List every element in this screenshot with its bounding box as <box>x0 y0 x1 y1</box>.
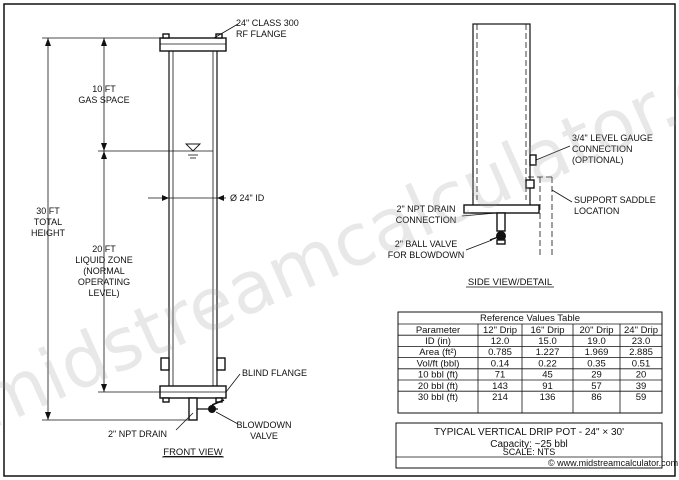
title-block: TYPICAL VERTICAL DRIP POT - 24" × 30' Ca… <box>395 422 678 469</box>
table-cell: 45 <box>542 370 553 381</box>
table-cell: 57 <box>591 381 602 392</box>
table-cell: 71 <box>495 370 506 381</box>
table-cells: Parameter 12" Drip 16" Drip 20" Drip 24" Dri… <box>398 324 662 413</box>
id-label: Ø 24" ID <box>230 193 265 203</box>
table-cell: 20 <box>636 370 647 381</box>
top-flange-label-2: RF FLANGE <box>236 29 287 39</box>
table-cell: 39 <box>636 381 647 392</box>
top-flange-label: 24" CLASS 300 <box>236 18 299 28</box>
gas-space-label-2: GAS SPACE <box>78 95 129 105</box>
table-header-cell: 24" Drip <box>624 325 658 336</box>
liquid-level-marker <box>173 143 213 159</box>
table-header-cell: 12" Drip <box>483 325 517 336</box>
total-height-label: 30 FT <box>36 206 60 216</box>
table-cell: 214 <box>492 392 508 403</box>
table-cell: 23.0 <box>632 336 651 347</box>
side-npt-drain-label: 2" NPT DRAIN <box>396 204 455 214</box>
blind-flange-label: BLIND FLANGE <box>242 368 307 378</box>
table-header-cell: Parameter <box>416 325 460 336</box>
table-cell: 0.35 <box>587 358 606 369</box>
ball-valve-symbol <box>489 231 506 245</box>
table-cell: 143 <box>492 381 508 392</box>
liquid-zone-label-2: LIQUID ZONE <box>75 255 133 265</box>
copyright-text: © www.midstreamcalculator.com <box>548 458 678 468</box>
side-view: 3/4" LEVEL GAUGE CONNECTION (OPTIONAL) S… <box>388 23 656 288</box>
top-flange <box>159 37 227 52</box>
drawing-scale: SCALE: NTS <box>503 447 556 457</box>
blowdown-valve-label: BLOWDOWN <box>237 420 292 430</box>
front-view: 24" CLASS 300 RF FLANGE 10 FT GAS SPACE … <box>31 18 307 458</box>
table-header-cell: 16" Drip <box>531 325 565 336</box>
drawing-title: TYPICAL VERTICAL DRIP POT - 24" × 30' <box>434 427 624 438</box>
front-view-title: FRONT VIEW <box>163 447 222 458</box>
table-cell: 29 <box>591 370 602 381</box>
table-cell: 0.14 <box>491 358 510 369</box>
table-cell: 0.51 <box>632 358 651 369</box>
table-cell: ID (in) <box>425 336 451 347</box>
table-cell: 12.0 <box>491 336 510 347</box>
table-cell: 2.885 <box>629 347 653 358</box>
table-cell: 1.227 <box>536 347 560 358</box>
level-gauge-label-2: CONNECTION <box>572 144 633 154</box>
table-cell: 20 bbl (ft) <box>418 381 458 392</box>
table-cell: 10 bbl (ft) <box>418 370 458 381</box>
liquid-zone-label-5: LEVEL) <box>88 288 119 298</box>
liquid-zone-label-3: (NORMAL <box>83 266 125 276</box>
reference-table-title: Reference Values Table <box>480 313 580 324</box>
saddle-label-2: LOCATION <box>574 206 619 216</box>
vessel-body <box>168 49 218 389</box>
gas-space-label: 10 FT <box>92 84 116 94</box>
blowdown-valve-label-2: VALVE <box>250 431 278 441</box>
table-cell: 0.22 <box>538 358 557 369</box>
total-height-label-3: HEIGHT <box>31 228 66 238</box>
table-cell: Vol/ft (bbl) <box>417 358 460 369</box>
drawing-capacity: Capacity: ~25 bbl <box>490 439 568 450</box>
level-gauge-label: 3/4" LEVEL GAUGE <box>572 133 653 143</box>
npt-drain-label: 2" NPT DRAIN <box>108 429 167 439</box>
reference-table: Reference Values Table Parameter 12" Drip… <box>397 311 663 414</box>
side-view-title: SIDE VIEW/DETAIL <box>468 277 552 288</box>
table-header-cell: 20" Drip <box>580 325 614 336</box>
table-cell: 86 <box>591 392 602 403</box>
table-cell: 136 <box>540 392 556 403</box>
ball-valve-label-2: FOR BLOWDOWN <box>388 250 465 260</box>
blowdown-valve-symbol <box>197 399 225 413</box>
table-cell: 91 <box>542 381 553 392</box>
liquid-zone-label: 20 FT <box>92 244 116 254</box>
table-cell: 59 <box>636 392 647 403</box>
table-cell: Area (ft²) <box>419 347 456 358</box>
total-height-label-2: TOTAL <box>34 217 62 227</box>
drain-pipe <box>188 397 198 421</box>
table-cell: 19.0 <box>587 336 606 347</box>
liquid-zone-label-4: OPERATING <box>78 277 130 287</box>
ball-valve-label: 2" BALL VALVE <box>395 239 458 249</box>
table-cell: 15.0 <box>538 336 557 347</box>
saddle-label: SUPPORT SADDLE <box>574 195 656 205</box>
table-cell: 0.785 <box>488 347 512 358</box>
table-cell: 1.969 <box>585 347 609 358</box>
side-npt-drain-label-2: CONNECTION <box>396 215 457 225</box>
level-gauge-label-3: (OPTIONAL) <box>572 155 624 165</box>
table-cell: 30 bbl (ft) <box>418 392 458 403</box>
